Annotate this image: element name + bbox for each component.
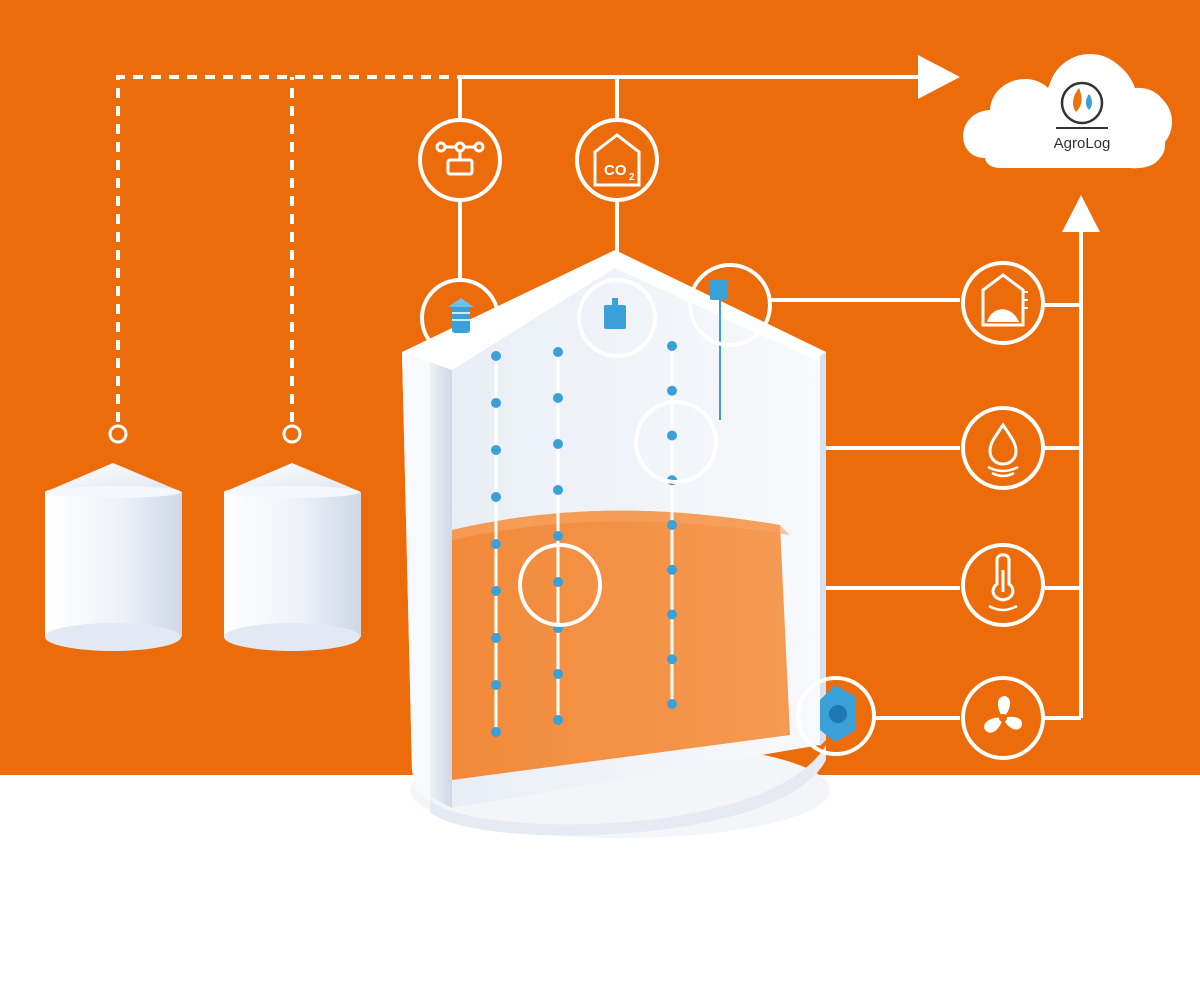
- moisture-icon: [961, 406, 1045, 490]
- sensor-node: [667, 609, 677, 620]
- agrolog-cloud: AgroLog: [963, 54, 1172, 169]
- sensor-node: [667, 564, 677, 575]
- roof-co2-sensor: [604, 298, 626, 329]
- arrow-to-cloud: [918, 55, 960, 99]
- sensor-node: [491, 633, 501, 643]
- cloud-brand-label: AgroLog: [1054, 135, 1111, 152]
- fan-icon: [961, 676, 1045, 760]
- temperature-icon: [961, 543, 1045, 627]
- roof-vent-sensor: [448, 298, 474, 333]
- co2-sensor-icon: CO 2: [575, 118, 659, 202]
- weather-station-icon: [418, 118, 502, 202]
- small-silo-2-node: [282, 424, 302, 444]
- small-silo-2: [224, 463, 361, 651]
- sensor-node: [553, 669, 563, 679]
- sensor-node: [667, 520, 677, 530]
- sensor-node: [553, 393, 563, 403]
- arrow-up-to-cloud: [1062, 195, 1100, 232]
- sensor-node: [491, 680, 501, 690]
- ring-roof-vent: [420, 278, 500, 358]
- svg-text:CO: CO: [604, 162, 627, 179]
- temperature-sensor-nodes: [491, 341, 677, 737]
- ring-fan: [796, 676, 876, 756]
- ring-roof-co2: [577, 278, 657, 358]
- sensor-node: [667, 430, 677, 441]
- svg-text:2: 2: [629, 172, 635, 183]
- sensor-node: [667, 699, 677, 709]
- small-silo-1-node: [108, 424, 128, 444]
- sensor-node: [553, 439, 563, 449]
- sensor-node: [553, 485, 563, 495]
- sensor-node: [491, 727, 501, 737]
- sensor-node: [667, 654, 677, 665]
- small-silo-1: [45, 463, 182, 651]
- grain-level-icon: [961, 261, 1045, 345]
- sensor-node: [553, 347, 563, 357]
- sensor-node: [491, 492, 501, 502]
- main-silo-cutaway: [402, 250, 830, 838]
- agrolog-logo-icon: [1060, 81, 1104, 125]
- ring-level-sensor: [688, 263, 772, 347]
- aeration-fan-unit: [820, 685, 856, 742]
- sensor-node: [667, 385, 677, 396]
- sensor-node: [553, 577, 563, 587]
- focus-rings: [420, 263, 876, 756]
- sensor-node: [491, 398, 501, 408]
- sensor-node: [553, 531, 563, 541]
- sensor-node: [491, 445, 501, 455]
- silo-roof-edge: [402, 250, 826, 370]
- sensor-node: [553, 715, 563, 725]
- sensor-node: [491, 539, 501, 549]
- sensor-node: [491, 586, 501, 596]
- sensor-node: [491, 351, 501, 361]
- grain-fill: [452, 510, 790, 780]
- level-sensor: [710, 280, 728, 300]
- dashed-link-silo-1: [116, 75, 460, 422]
- ring-temperature-cable: [518, 543, 602, 627]
- wireless-dashed-links: [116, 75, 460, 422]
- ring-moisture-cable: [634, 400, 718, 484]
- sensor-node: [667, 341, 677, 351]
